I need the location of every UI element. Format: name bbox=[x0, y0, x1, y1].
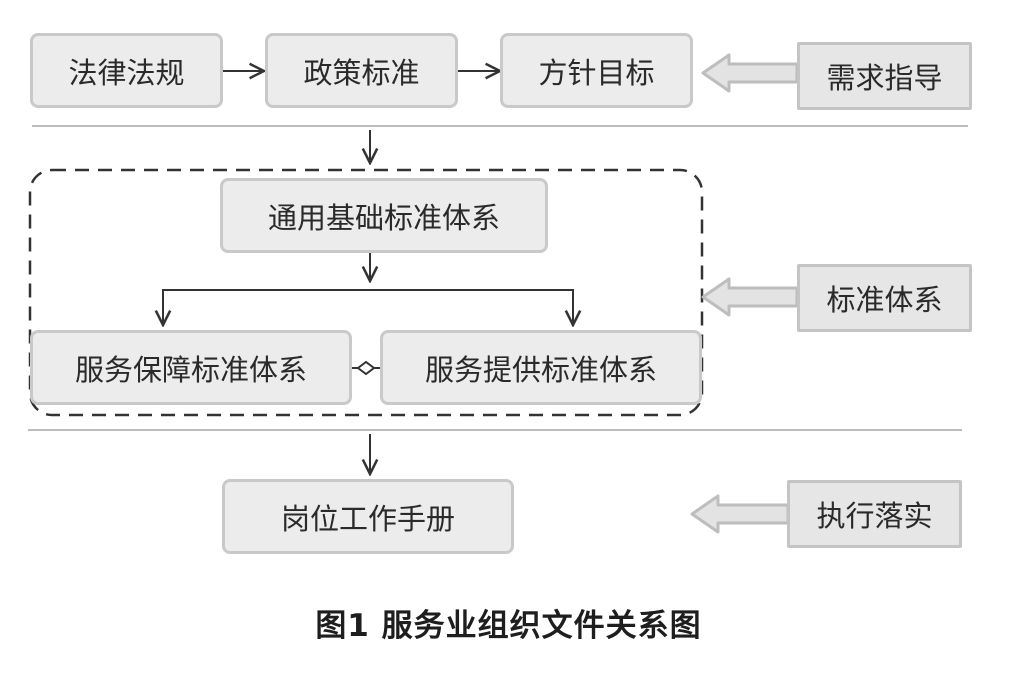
node-provision-standard: 服务提供标准体系 bbox=[380, 330, 702, 405]
side-standard-system: 标准体系 bbox=[797, 264, 972, 332]
figure-caption: 图1 服务业组织文件关系图 bbox=[315, 608, 702, 644]
node-policy: 政策标准 bbox=[265, 33, 458, 108]
block-arrow-standard-icon bbox=[701, 277, 799, 317]
node-support-standard: 服务保障标准体系 bbox=[30, 330, 352, 405]
branch-line bbox=[162, 289, 574, 323]
node-job-manual: 岗位工作手册 bbox=[222, 479, 514, 554]
side-demand-guidance: 需求指导 bbox=[797, 42, 972, 110]
diamond-connector-icon bbox=[356, 360, 376, 376]
node-goal: 方针目标 bbox=[500, 33, 693, 108]
node-general-standard: 通用基础标准体系 bbox=[220, 178, 548, 253]
block-arrow-demand-icon bbox=[701, 53, 799, 93]
standard-system-group bbox=[28, 168, 704, 417]
block-arrow-execute-icon bbox=[690, 494, 790, 534]
node-law: 法律法规 bbox=[30, 33, 223, 108]
side-execution: 执行落实 bbox=[787, 480, 962, 548]
